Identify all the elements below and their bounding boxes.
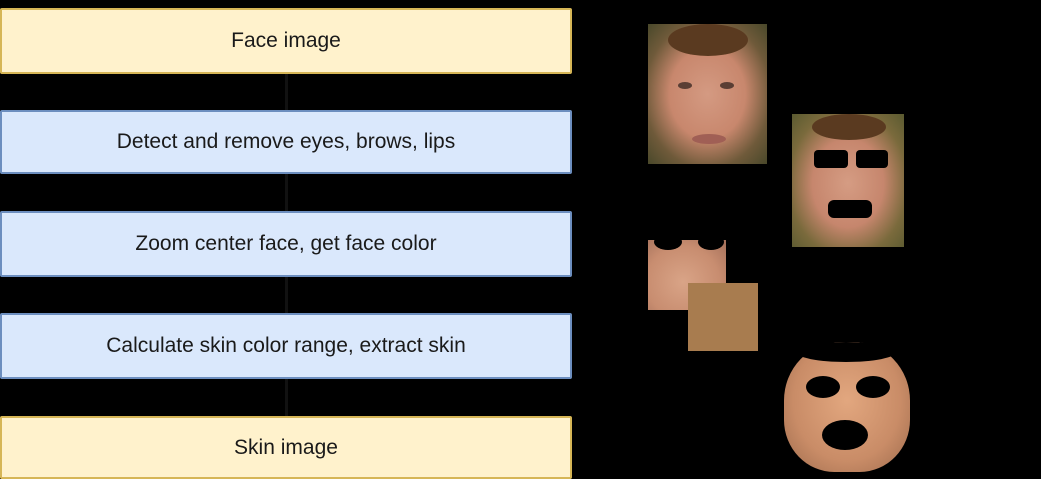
masked-face-photo <box>792 114 904 247</box>
face-photo <box>648 24 767 164</box>
flow-arrow <box>285 74 288 110</box>
flow-arrow <box>285 379 288 416</box>
flow-arrow <box>285 174 288 211</box>
zoomed-face-crop <box>648 240 726 310</box>
step-skin-image: Skin image <box>0 416 572 479</box>
face-color-swatch <box>688 283 758 351</box>
step-face-image: Face image <box>0 8 572 74</box>
step-label: Detect and remove eyes, brows, lips <box>116 130 456 153</box>
step-label: Skin image <box>234 435 338 459</box>
step-zoom-center: Zoom center face, get face color <box>0 211 572 277</box>
step-label: Face image <box>231 29 341 52</box>
step-label: Zoom center face, get face color <box>135 232 437 255</box>
step-detect-remove: Detect and remove eyes, brows, lips <box>0 110 572 174</box>
flow-arrow <box>285 277 288 313</box>
skin-extracted-face <box>784 342 910 472</box>
step-label: Calculate skin color range, extract skin <box>106 334 466 357</box>
step-calc-skin: Calculate skin color range, extract skin <box>0 313 572 379</box>
